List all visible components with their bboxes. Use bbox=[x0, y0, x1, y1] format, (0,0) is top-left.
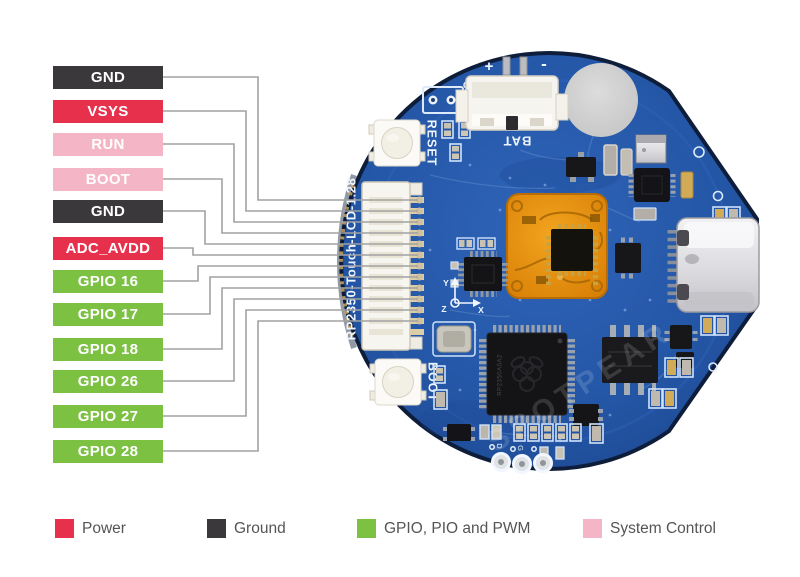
legend-label-ground: Ground bbox=[234, 519, 286, 537]
boot-button bbox=[369, 358, 427, 406]
plus-mark: + bbox=[485, 58, 494, 75]
legend-swatch-ground bbox=[207, 519, 226, 538]
legend-item-ground: Ground bbox=[207, 519, 286, 538]
wire-vsys bbox=[163, 110, 418, 212]
pin-label-gpio18: GPIO 18 bbox=[53, 337, 163, 361]
pin-label-adc-avdd: ADC_AVDD bbox=[53, 236, 163, 260]
wire-gpio16 bbox=[163, 265, 418, 282]
wire-gnd-2 bbox=[163, 210, 418, 245]
pad-label-g: G bbox=[516, 445, 525, 451]
reset-label: RESET bbox=[425, 120, 439, 167]
battery-connector bbox=[455, 56, 569, 131]
board-title: RP2350-Touch-LCD-1.28 bbox=[343, 178, 358, 341]
chip-marking: RP2350A0A2 bbox=[498, 354, 504, 396]
wire-run bbox=[163, 143, 418, 223]
pin-label-gnd-2: GND bbox=[53, 199, 163, 223]
pin-label-boot: BOOT bbox=[53, 167, 163, 191]
imu-chip bbox=[450, 237, 508, 297]
reset-button bbox=[368, 119, 426, 167]
touch-controller-module bbox=[506, 193, 608, 299]
pin-label-gpio16: GPIO 16 bbox=[53, 269, 163, 293]
axis-y-label: Y bbox=[443, 278, 449, 288]
inductor-component bbox=[615, 237, 641, 279]
wire-gpio28 bbox=[163, 320, 418, 452]
legend-item-gpio: GPIO, PIO and PWM bbox=[357, 519, 530, 538]
wire-gpio18 bbox=[163, 287, 418, 350]
debug-pads bbox=[489, 444, 553, 474]
pin-label-gnd-1: GND bbox=[53, 65, 163, 89]
legend-swatch-power bbox=[55, 519, 74, 538]
axis-indicator bbox=[450, 277, 481, 308]
pin-label-gpio26: GPIO 26 bbox=[53, 369, 163, 393]
pin-connection-wires bbox=[163, 76, 418, 452]
axis-z-label: Z bbox=[441, 304, 446, 314]
wire-gnd-1 bbox=[163, 76, 418, 201]
rp2350-chip bbox=[479, 325, 575, 423]
power-circuit-components bbox=[566, 134, 724, 221]
circular-pad bbox=[564, 63, 638, 137]
bat-label: BAT bbox=[503, 134, 532, 149]
legend-swatch-system bbox=[583, 519, 602, 538]
legend-label-gpio: GPIO, PIO and PWM bbox=[384, 519, 531, 537]
usb-c-connector bbox=[667, 217, 760, 313]
legend-label-system: System Control bbox=[610, 519, 716, 537]
wire-boot bbox=[163, 178, 418, 234]
pin-label-vsys: VSYS bbox=[53, 99, 163, 123]
bottom-components bbox=[443, 404, 603, 460]
pin-label-gpio28: GPIO 28 bbox=[53, 439, 163, 463]
legend-label-power: Power bbox=[82, 519, 126, 537]
wire-gpio27 bbox=[163, 309, 418, 417]
minus-mark: - bbox=[541, 54, 547, 73]
legend-item-power: Power bbox=[55, 519, 126, 538]
wire-gpio26 bbox=[163, 298, 418, 382]
wire-gpio17 bbox=[163, 276, 418, 315]
flash-chip bbox=[602, 325, 658, 395]
legend-item-system: System Control bbox=[583, 519, 716, 538]
wire-adc-avdd bbox=[163, 247, 418, 256]
legend-swatch-gpio bbox=[357, 519, 376, 538]
pad-label-d: D bbox=[495, 443, 504, 449]
axis-x-label: X bbox=[478, 305, 484, 315]
pin-label-gpio17: GPIO 17 bbox=[53, 302, 163, 326]
pin-label-run: RUN bbox=[53, 132, 163, 156]
pin-label-gpio27: GPIO 27 bbox=[53, 404, 163, 428]
crystal-oscillator bbox=[432, 321, 476, 357]
